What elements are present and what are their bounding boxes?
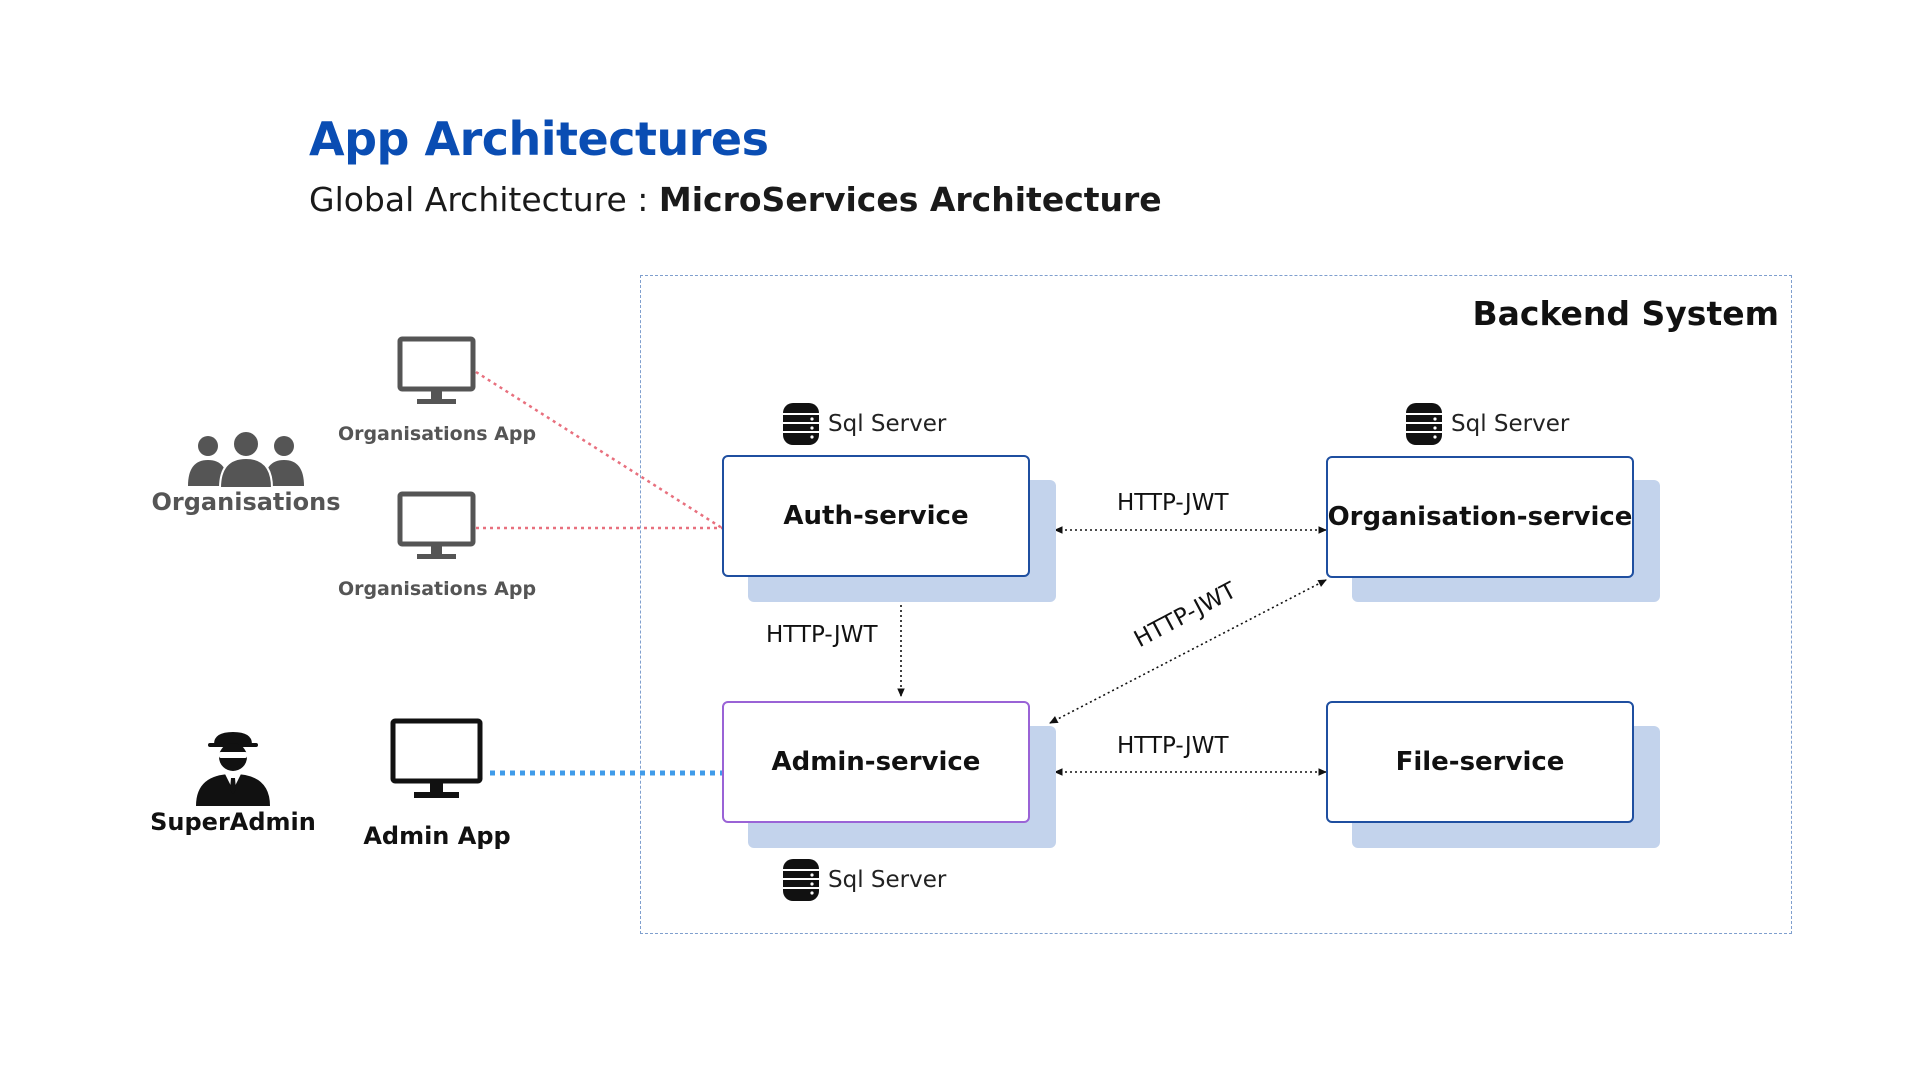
auth-database-label: Sql Server [828,411,947,437]
organisation-database: Sql Server [1405,402,1569,446]
auth-organisation-protocol: HTTP-JWT [1117,490,1229,516]
org-app-1-link [475,370,723,530]
admin-database-label: Sql Server [828,867,947,893]
org-app-1-label: Organisations App [337,423,537,445]
secret-agent-icon [196,732,270,806]
database-icon [783,403,819,445]
monitor-icon [390,718,483,798]
organisation-service: Organisation-service [1326,456,1634,578]
admin-file-protocol: HTTP-JWT [1117,733,1229,759]
group-users-icon [188,430,304,488]
admin-service: Admin-service [722,701,1030,823]
admin-app-label: Admin App [363,822,511,850]
page-subtitle: Global Architecture : MicroServices Arch… [309,180,1162,219]
org-app-2-label: Organisations App [337,578,537,600]
file-service: File-service [1326,701,1634,823]
subtitle-architecture: MicroServices Architecture [658,180,1162,219]
auth-admin-protocol: HTTP-JWT [766,622,878,648]
database-icon [1406,403,1442,445]
admin-database: Sql Server [782,858,946,902]
monitor-icon [397,336,476,404]
database-icon [783,859,819,901]
auth-database: Sql Server [782,402,946,446]
page-title: App Architectures [309,112,769,166]
organisations-actor-label: Organisations [151,488,341,516]
organisation-database-label: Sql Server [1451,411,1570,437]
superadmin-actor-label: SuperAdmin [150,808,316,836]
admin-organisation-link [1049,579,1327,724]
subtitle-prefix: Global Architecture : [309,180,659,219]
monitor-icon [397,491,476,559]
backend-system-label: Backend System [1472,294,1780,333]
auth-service: Auth-service [722,455,1030,577]
backend-system-boundary: Backend System [640,275,1792,934]
